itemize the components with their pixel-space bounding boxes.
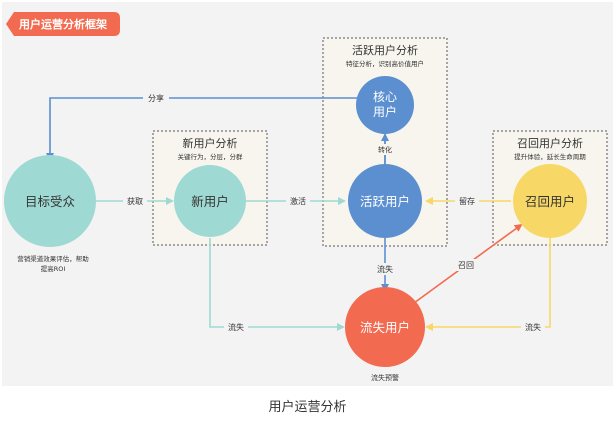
edge-churn-recall <box>425 238 551 331</box>
node-recall-user <box>513 164 587 238</box>
edge-label-activate: 激活 <box>290 196 306 206</box>
node-label-target-audience: 目标受众 <box>25 194 75 209</box>
node-label-new-user: 新用户 <box>191 194 229 209</box>
group-title-recall-analysis: 召回用户分析 <box>517 136 583 150</box>
figure-caption: 用户运营分析 <box>268 400 347 415</box>
node-churn-user <box>345 287 425 367</box>
header-tag-text: 用户运营分析框架 <box>19 17 107 31</box>
edge-label-churn-new: 流失 <box>228 322 244 332</box>
node-new-user <box>174 165 246 237</box>
node-label-core-user-line: 核心 <box>373 90 397 104</box>
note-target-line1: 营销渠道效果评估，帮助 <box>17 254 89 263</box>
group-subtitle-recall-analysis: 提升体验，延长生命周期 <box>514 152 586 161</box>
edge-label-share: 分享 <box>148 93 164 103</box>
node-core-user <box>356 76 414 134</box>
node-label-active-user: 活跃用户 <box>360 194 410 209</box>
edge-label-convert: 转化 <box>378 145 392 154</box>
node-label-core-user-line: 用户 <box>373 104 397 119</box>
group-title-new-analysis: 新用户分析 <box>183 136 238 150</box>
node-active-user <box>348 164 422 238</box>
edge-label-retain: 留存 <box>459 196 475 206</box>
node-label-churn-user: 流失用户 <box>360 320 410 335</box>
edge-label-churn-recall: 流失 <box>525 322 541 332</box>
group-subtitle-new-analysis: 关键行为，分层，分群 <box>178 152 244 161</box>
node-label-recall-user: 召回用户 <box>525 194 575 209</box>
edge-label-recall: 召回 <box>458 261 474 270</box>
edge-churn-new <box>209 238 345 331</box>
note-target-line2: 提高ROI <box>41 264 66 273</box>
group-title-active-analysis: 活跃用户分析 <box>352 43 418 57</box>
group-subtitle-active-analysis: 特征分析，识别高价值用户 <box>346 59 424 68</box>
node-target-audience <box>4 155 96 247</box>
edge-label-churn-active: 流失 <box>377 264 393 274</box>
node-label-core-user: 核心用户 <box>373 90 397 119</box>
edge-label-acquire: 获取 <box>127 196 143 206</box>
header-tag-shape <box>6 12 120 36</box>
note-churn-warning: 流失预警 <box>371 373 399 382</box>
